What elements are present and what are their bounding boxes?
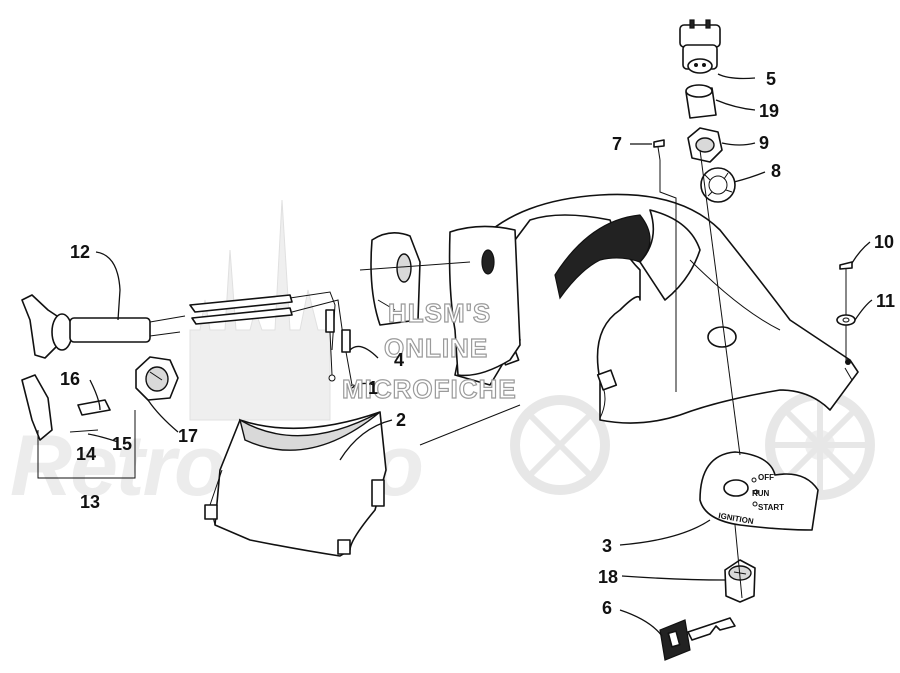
leader-lines [87,73,873,637]
leader-16 [89,379,101,411]
switch-part-5 [679,19,721,74]
screw-part-7 [653,139,677,392]
switch-label-off: OFF [758,473,774,482]
watermark-text: HLSM'S ONLINE MICROFICHE [341,297,517,404]
watermark-line1: HLSM'S [388,298,491,328]
callout-15: 15 [112,434,132,454]
watermark-line3: MICROFICHE [342,374,517,404]
axis-line-cover [419,404,521,446]
callout-8: 8 [771,161,781,181]
lockwasher-part-8 [700,167,736,203]
leader-15 [87,433,119,443]
callout-18: 18 [598,567,618,587]
decal-part-4 [370,232,421,326]
callout-4: 4 [394,350,404,370]
callout-19: 19 [759,101,779,121]
callout-5: 5 [766,69,776,89]
ignition-plate-part-3: OFF RUN START IGNITION [699,451,819,531]
leader-9 [721,142,756,146]
callout-12: 12 [70,242,90,262]
callout-3: 3 [602,536,612,556]
callout-14: 14 [76,444,96,464]
callout-17: 17 [178,426,198,446]
lever-assembly-part-13 [21,374,136,479]
steering-housing [454,193,859,424]
leader-5 [717,73,756,80]
leader-3 [619,519,711,546]
leader-11 [854,299,873,321]
leader-8 [733,171,766,183]
callout-10: 10 [874,232,894,252]
callout-11: 11 [876,291,895,311]
leader-18 [621,575,726,581]
leader-4 [349,345,379,359]
callout-1: 1 [368,378,378,398]
cable-assembly-part-12 [21,291,357,392]
screw-part-10 [839,261,853,362]
leader-6 [619,609,663,637]
leader-1 [351,382,379,389]
watermark-line2: ONLINE [384,333,488,363]
leader-2 [339,419,393,461]
callout-2: 2 [396,410,406,430]
leader-12 [95,251,121,321]
bushing-part-19 [685,84,717,119]
callout-13: 13 [80,492,100,512]
leader-10 [851,241,871,264]
axis-line-switch [699,149,741,456]
washer-part-11 [836,314,856,326]
callout-16: 16 [60,369,80,389]
key-part-6 [659,617,736,661]
axis-line-decal [359,261,471,271]
callout-labels: 5 19 9 8 7 10 11 12 16 15 14 13 17 2 4 1… [60,69,895,618]
callout-9: 9 [759,133,769,153]
switch-label-run: RUN [752,489,770,498]
switch-label-start: START [758,503,784,512]
leader-19 [715,99,756,111]
callout-6: 6 [602,598,612,618]
lower-cover-part-2 [204,411,387,557]
callout-7: 7 [612,134,622,154]
axis-line-key [734,524,743,599]
housing-left-half-part-1 [448,225,521,377]
leader-17 [147,399,179,433]
nut-part-9 [687,127,723,163]
nut-part-17 [135,356,179,401]
